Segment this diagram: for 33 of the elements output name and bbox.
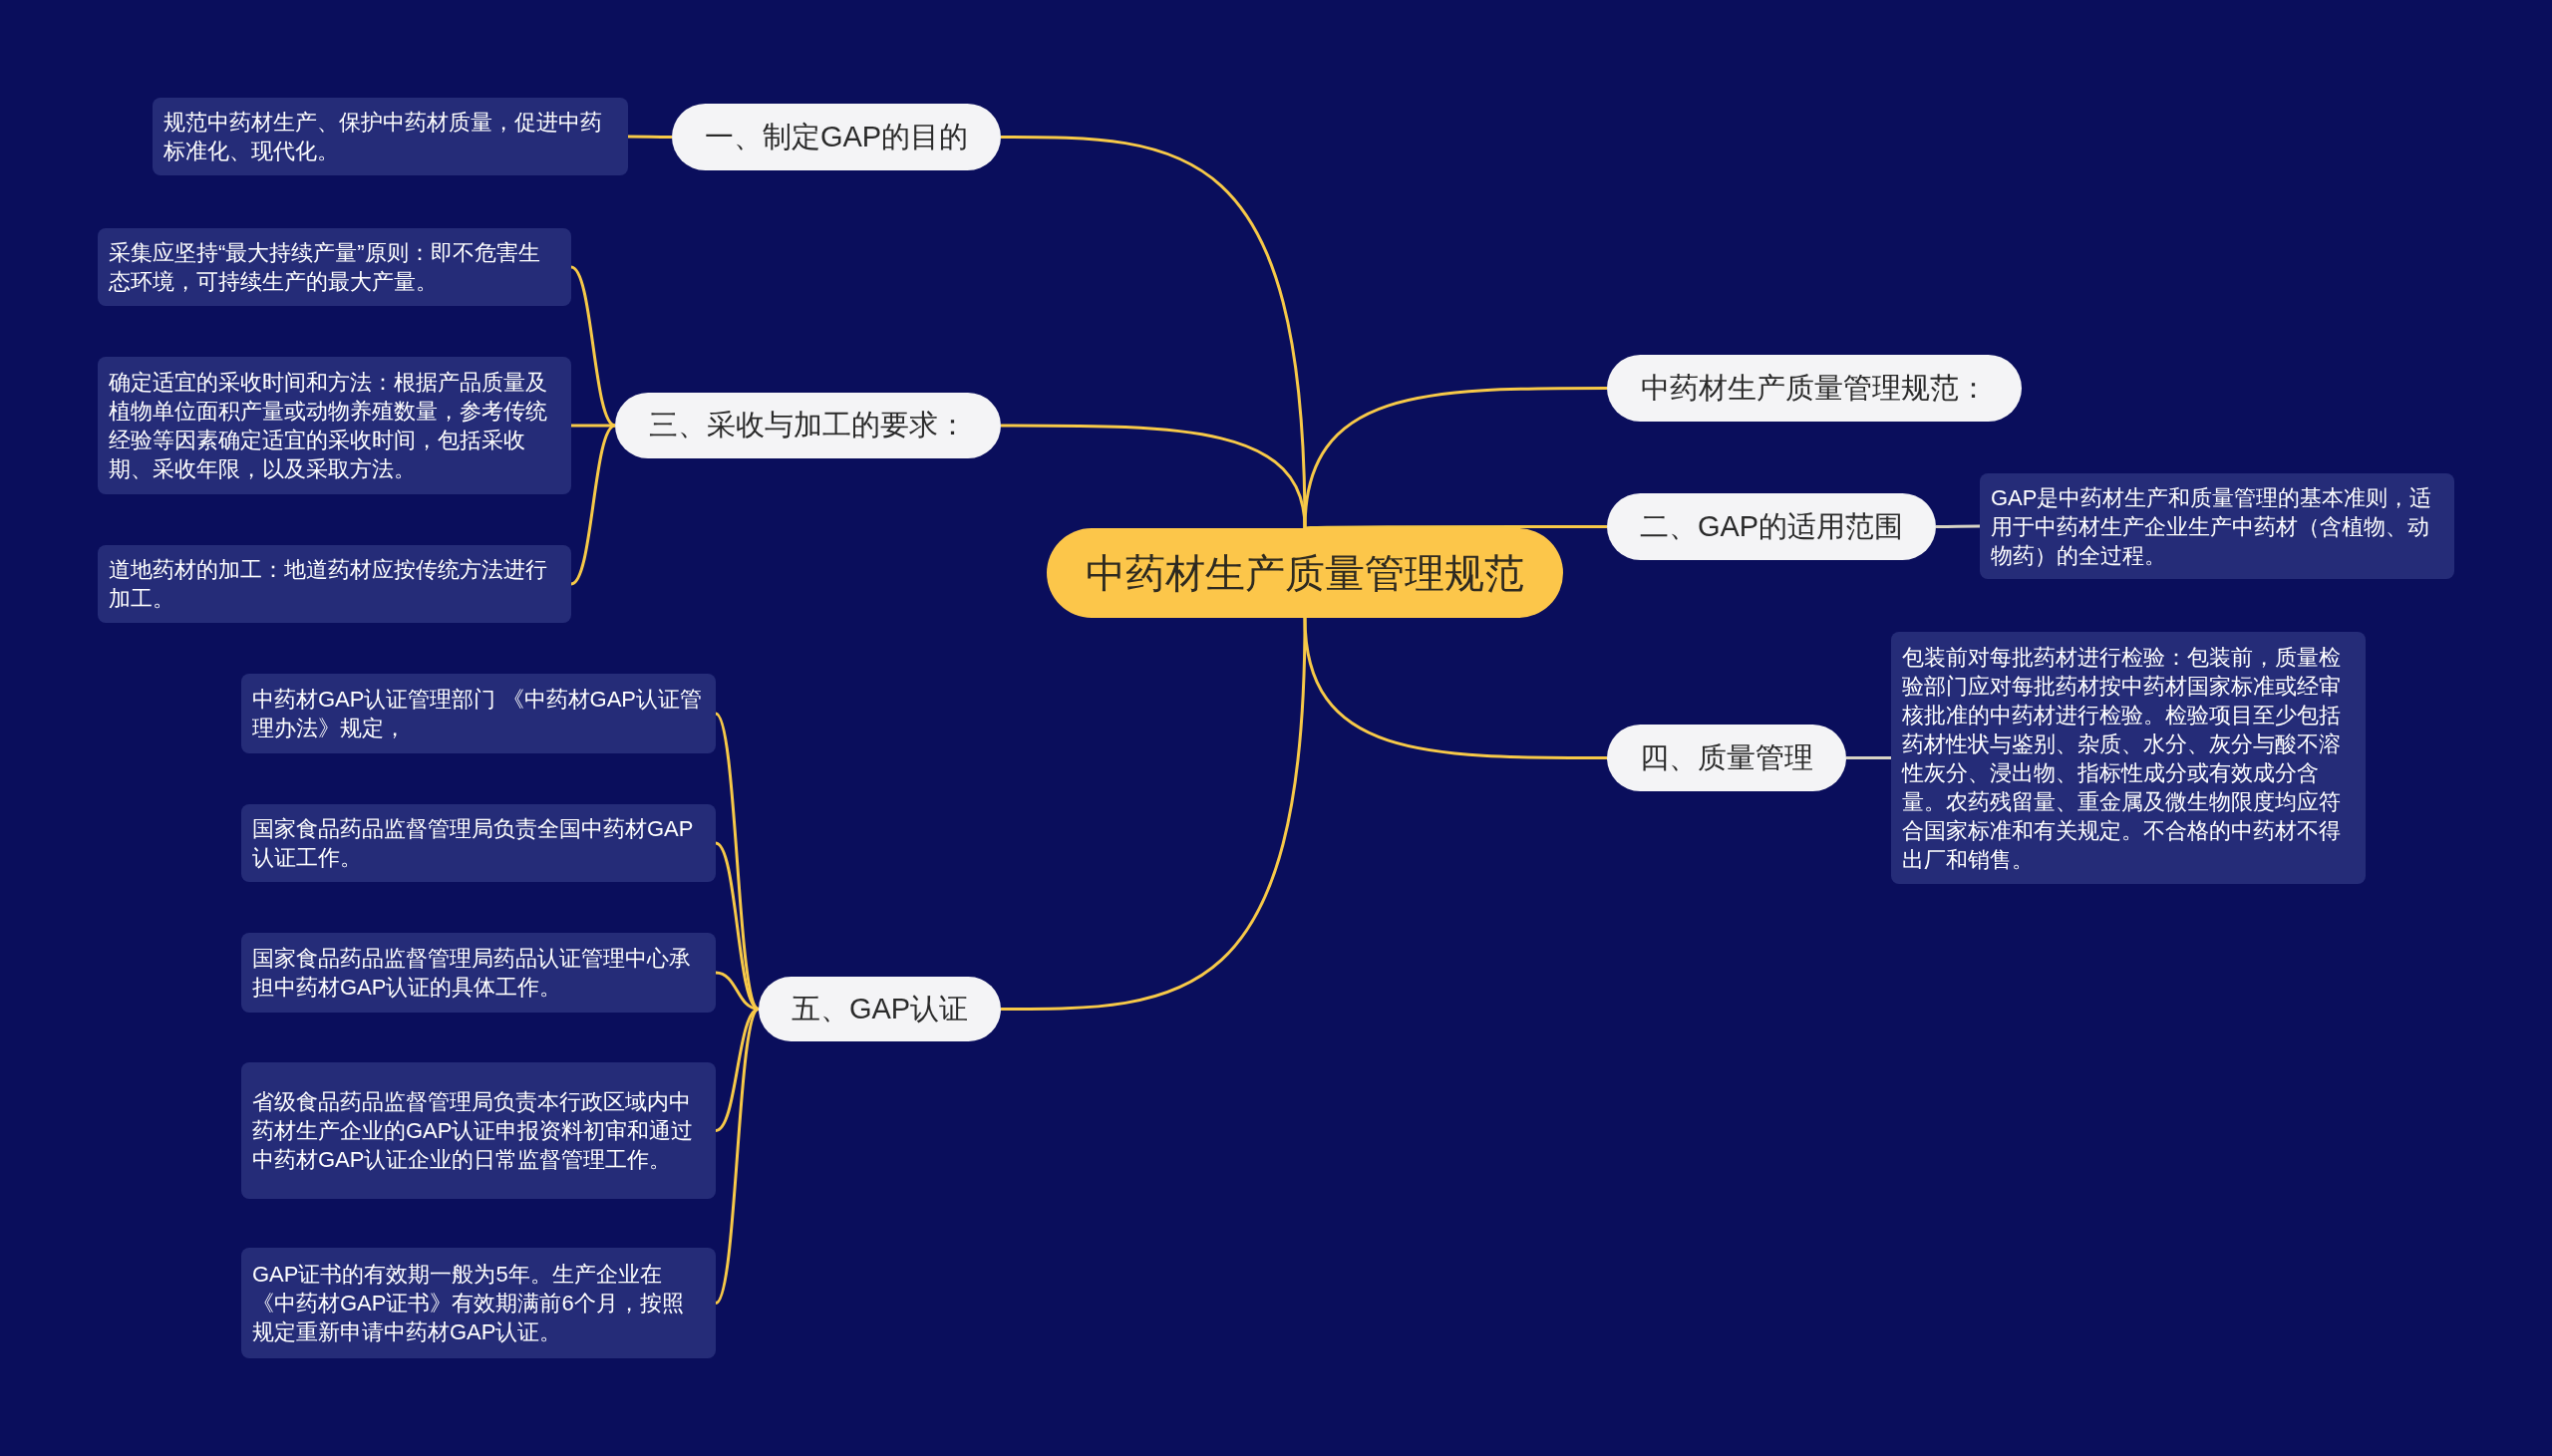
connector-line	[714, 1008, 761, 1305]
connector-line	[715, 841, 760, 1011]
connector-line	[1846, 756, 1891, 759]
connector-line	[628, 135, 672, 139]
connector-line	[715, 1008, 760, 1132]
note-card: 规范中药材生产、保护中药材质量，促进中药标准化、现代化。	[153, 98, 628, 175]
note-card: 中药材GAP认证管理部门 《中药材GAP认证管理办法》规定，	[241, 674, 716, 753]
connector-line	[1303, 617, 1607, 759]
topic-pill: 二、GAP的适用范围	[1607, 493, 1936, 560]
note-card: 道地药材的加工：地道药材应按传统方法进行加工。	[98, 545, 571, 623]
topic-pill: 中药材生产质量管理规范：	[1607, 355, 2022, 422]
note-card: GAP证书的有效期一般为5年。生产企业在《中药材GAP证书》有效期满前6个月，按照规定重新申请中药材GAP认证。	[241, 1248, 716, 1358]
central-topic: 中药材生产质量管理规范	[1047, 528, 1563, 618]
note-card: 省级食品药品监督管理局负责本行政区域内中药材生产企业的GAP认证申报资料初审和通过中药材GAP认证企业的日常监督管理工作。	[241, 1062, 716, 1199]
topic-pill: 五、GAP认证	[759, 977, 1001, 1041]
note-card: 国家食品药品监督管理局负责全国中药材GAP认证工作。	[241, 804, 716, 882]
connector-line	[1303, 387, 1607, 529]
note-card: 国家食品药品监督管理局药品认证管理中心承担中药材GAP认证的具体工作。	[241, 933, 716, 1013]
topic-pill: 一、制定GAP的目的	[672, 104, 1001, 170]
connector-line	[1001, 617, 1307, 1011]
connector-line	[570, 265, 616, 428]
connector-line	[714, 713, 761, 1011]
topic-pill: 三、采收与加工的要求：	[615, 393, 1001, 458]
connector-line	[1001, 424, 1307, 529]
connector-line	[570, 424, 616, 586]
connector-line	[571, 424, 615, 428]
note-card: 采集应坚持“最大持续产量”原则：即不危害生态环境，可持续生产的最大产量。	[98, 228, 571, 306]
topic-pill: 四、质量管理	[1607, 725, 1846, 791]
connector-line	[1936, 524, 1980, 528]
note-card: 确定适宜的采收时间和方法：根据产品质量及植物单位面积产量或动物养殖数量，参考传统经验等因素确定适宜的采收时间，包括采收期、采收年限，以及采取方法。	[98, 357, 571, 494]
connector-line	[1304, 525, 1607, 530]
note-card: GAP是中药材生产和质量管理的基本准则，适用于中药材生产企业生产中药材（含植物、动物药）的全过程。	[1980, 473, 2454, 579]
note-card: 包装前对每批药材进行检验：包装前，质量检验部门应对每批药材按中药材国家标准或经审核批准的中药材进行检验。检验项目至少包括药材性状与鉴别、杂质、水分、灰分与酸不溶性灰分、浸出物、指标性成分或有效成分含量。农药残留量、重金属及微生物限度均应符合国家标准和有关规定。不合格的中药材不得出厂和销售。	[1891, 632, 2366, 884]
